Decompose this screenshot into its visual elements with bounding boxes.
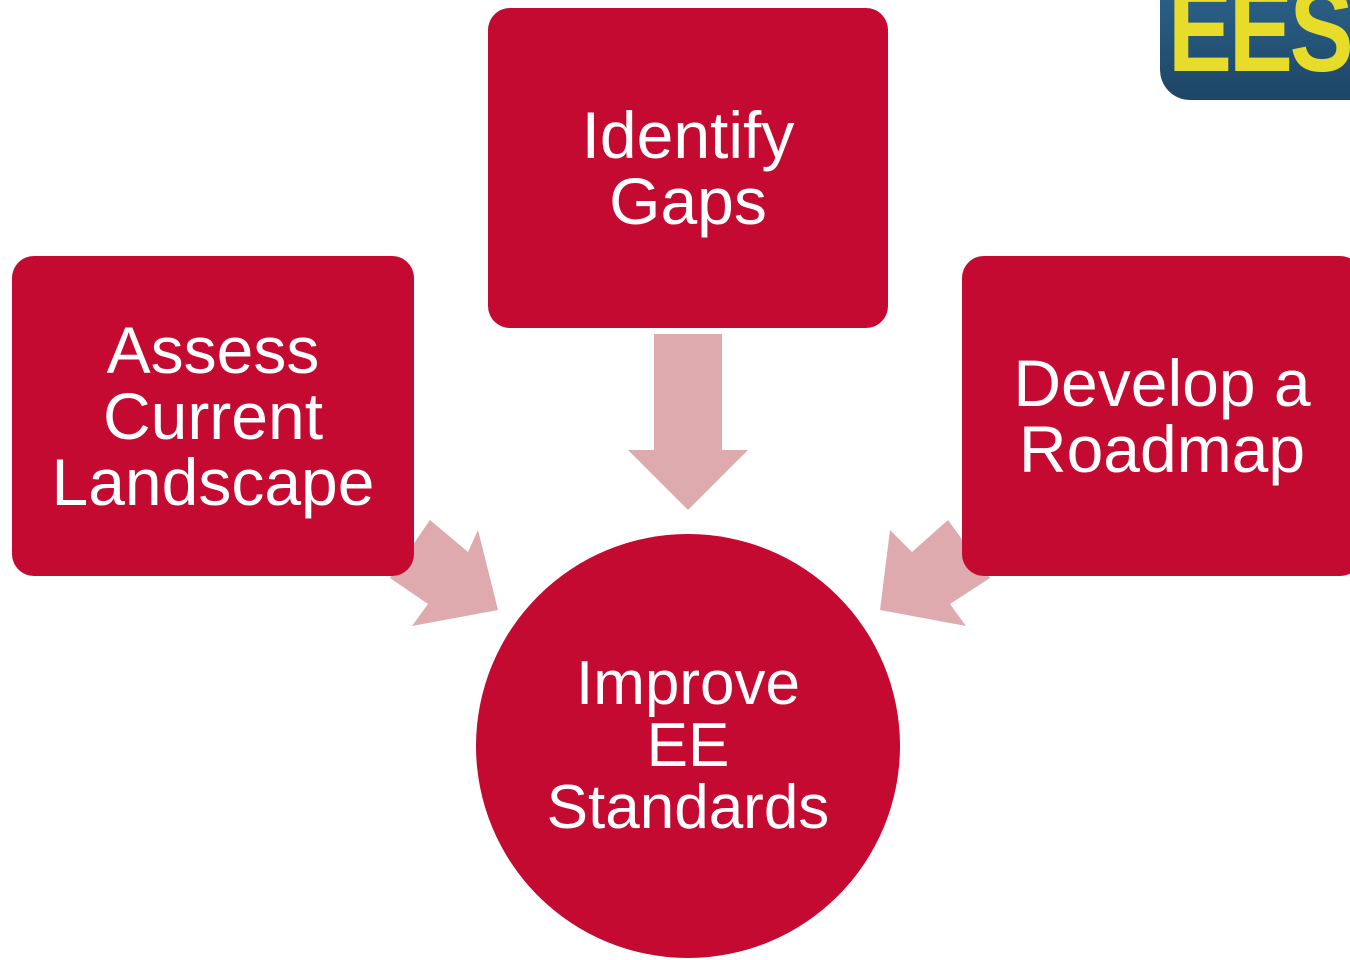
arrow-top-to-center — [628, 334, 748, 510]
ees-logo: EES — [1160, 0, 1350, 100]
arrow-left-to-center — [390, 520, 498, 626]
node-develop-roadmap: Develop a Roadmap — [962, 256, 1350, 576]
node-identify-gaps-label: Identify Gaps — [581, 98, 795, 238]
node-assess-current-landscape-label: Assess Current Landscape — [51, 313, 375, 519]
node-identify-gaps: Identify Gaps — [488, 8, 888, 328]
node-improve-ee-standards-label: Improve EE Standards — [546, 649, 830, 842]
logo-text: EES — [1168, 0, 1350, 97]
logo-background — [1160, 0, 1350, 100]
node-assess-current-landscape: Assess Current Landscape — [12, 256, 414, 576]
node-improve-ee-standards: Improve EE Standards — [476, 534, 900, 958]
node-develop-roadmap-label: Develop a Roadmap — [1013, 346, 1311, 486]
